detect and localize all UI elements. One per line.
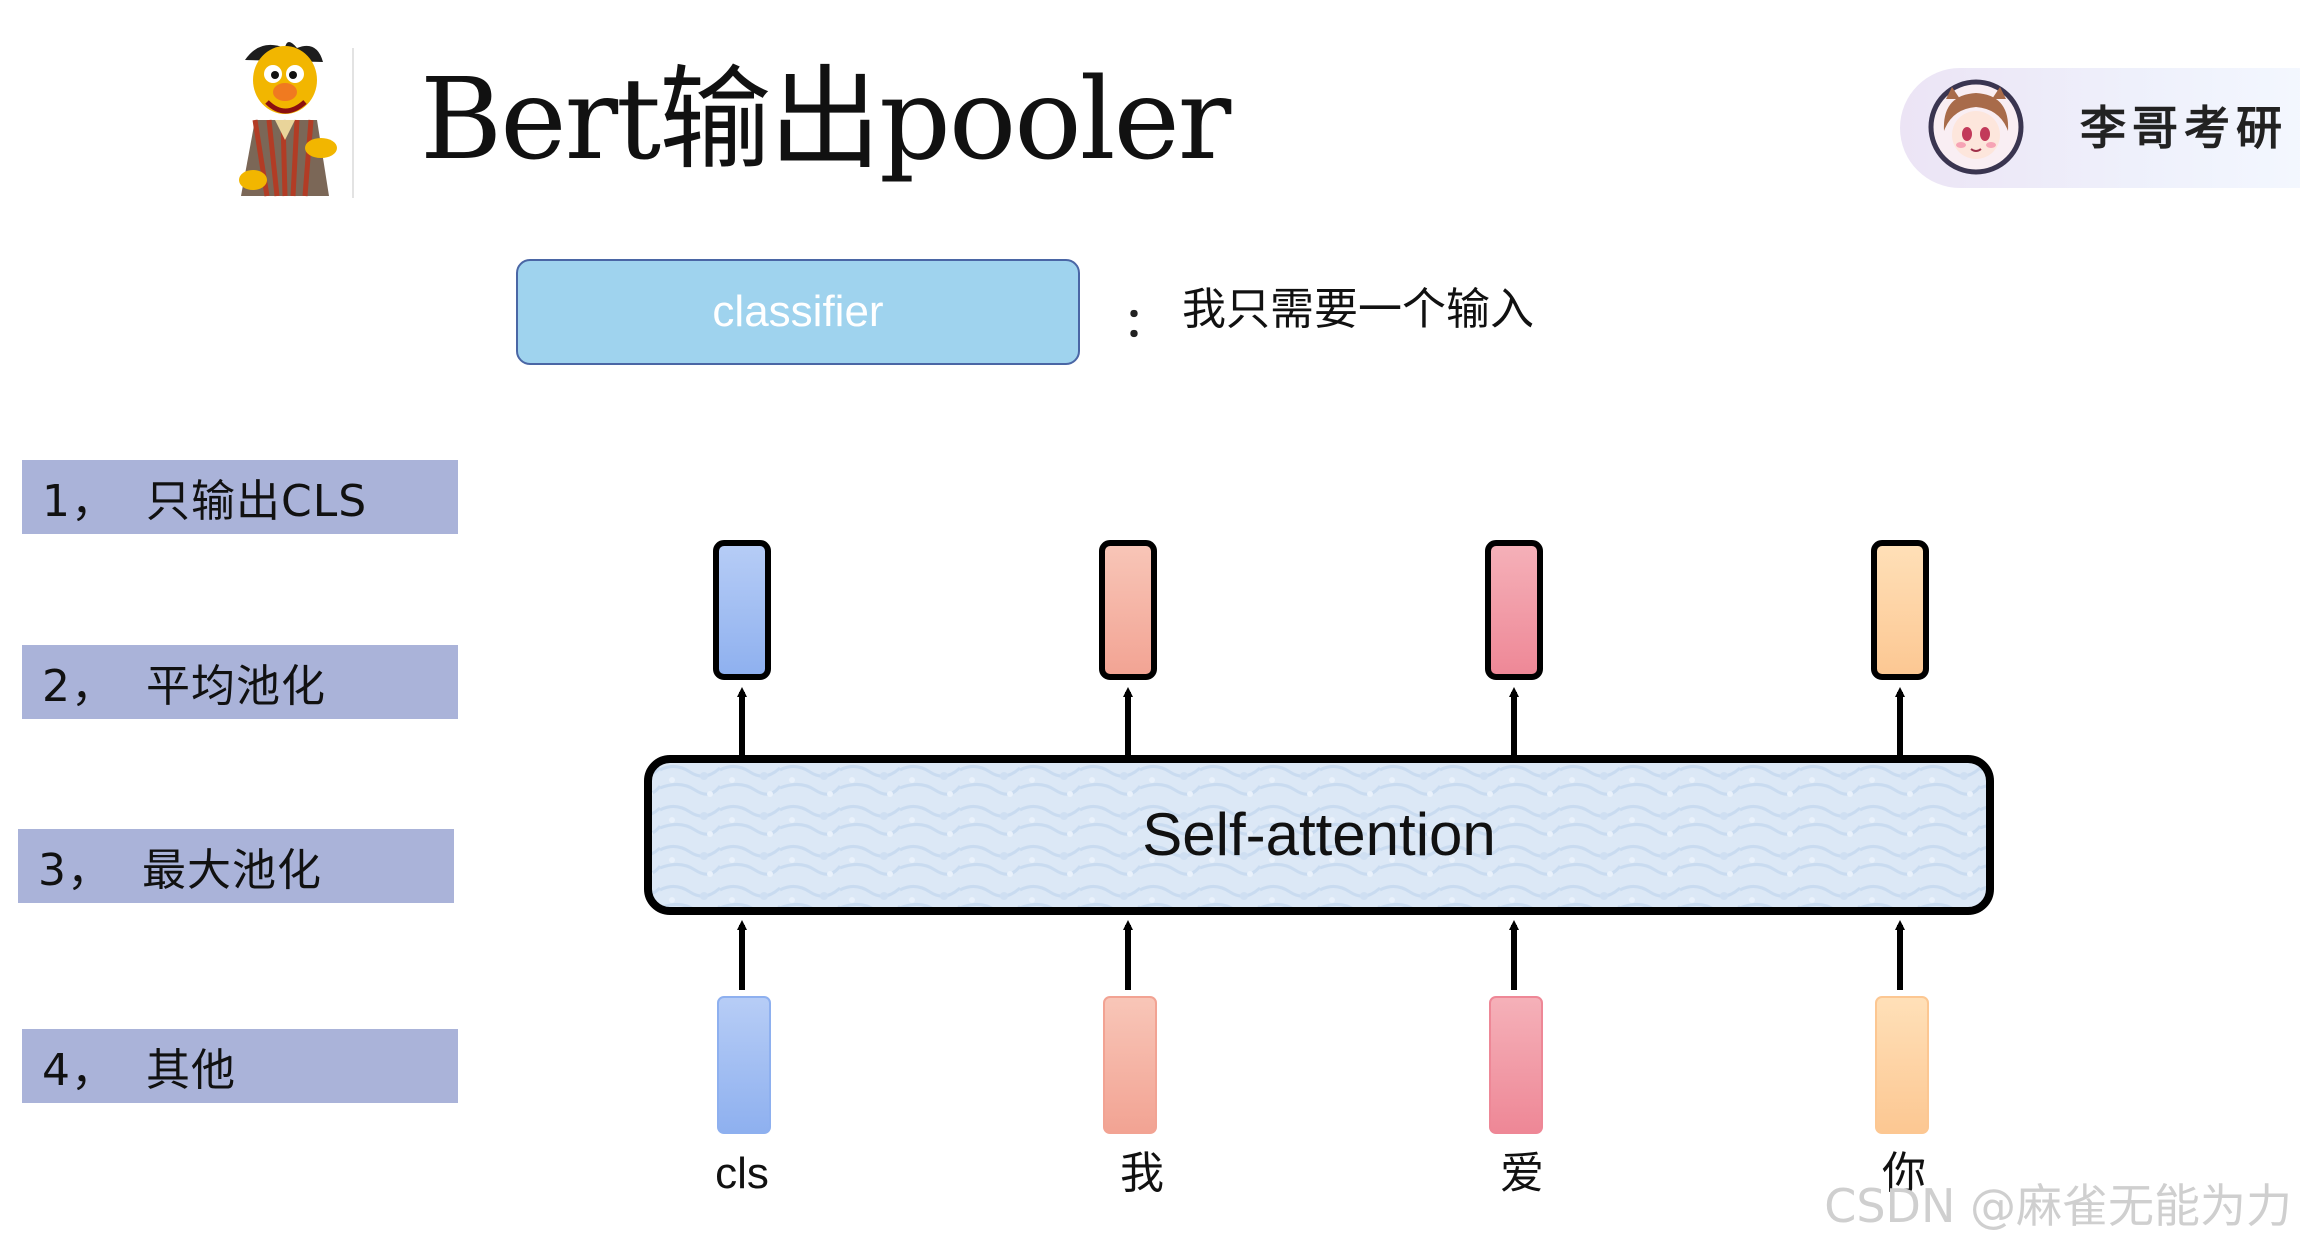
option-other: 4， 其他 [22,1029,458,1103]
token-label-ai: 爱 [1500,1149,1544,1198]
option-label: 2， 平均池化 [42,661,326,712]
classifier-note: 我只需要一个输入 [1182,284,1534,335]
author-badge: 李哥考研 [1900,68,2300,188]
option-max-pooling: 3， 最大池化 [18,829,454,903]
input-embedding-ni [1875,996,1929,1134]
option-mean-pooling: 2， 平均池化 [22,645,458,719]
input-embedding-ai [1489,996,1543,1134]
author-avatar [1928,79,2024,175]
classifier-colon: ： [1124,300,1164,346]
self-attention-block [644,755,1994,915]
watermark: CSDN @麻雀无能为力 [1824,1179,2292,1233]
self-attention-label: Self-attention [1142,801,1496,868]
token-label-ni: 你 [1882,1149,1926,1198]
input-embedding-wo [1103,996,1157,1134]
output-vector-ai [1485,540,1543,680]
option-label: 1， 只输出CLS [42,476,368,527]
bert-character-logo [239,42,337,197]
token-label-wo: 我 [1120,1149,1164,1198]
page-title: Bert输出pooler [420,55,1231,185]
classifier-box: classifier [516,259,1080,365]
token-label-cls: cls [715,1149,769,1198]
option-only-cls: 1， 只输出CLS [22,460,458,534]
output-vector-wo [1099,540,1157,680]
classifier-label: classifier [712,287,884,336]
option-label: 3， 最大池化 [38,845,322,896]
option-label: 4， 其他 [42,1045,236,1096]
input-embedding-cls [717,996,771,1134]
header-divider [352,48,354,198]
output-vector-ni [1871,540,1929,680]
author-name: 李哥考研 [2080,101,2288,155]
output-vector-cls [713,540,771,680]
